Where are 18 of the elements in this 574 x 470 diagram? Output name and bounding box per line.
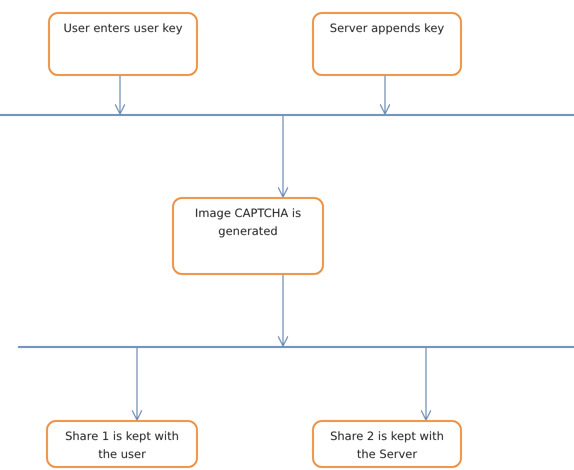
- arrow: [114, 76, 126, 115]
- box-text: Server appends key: [330, 20, 444, 37]
- process-box: [312, 420, 462, 468]
- box-text: Image CAPTCHA is generated: [194, 205, 302, 240]
- process-box: [172, 197, 324, 275]
- arrow: [277, 275, 289, 347]
- box-text: Share 1 is kept with the user: [64, 428, 180, 460]
- arrow: [131, 348, 143, 421]
- bus-line: [0, 114, 574, 116]
- process-box: [312, 12, 462, 76]
- process-box: [46, 420, 198, 468]
- process-box: [48, 12, 198, 76]
- arrow: [420, 348, 432, 421]
- box-text: Share 2 is kept with the Server: [329, 428, 445, 460]
- arrow: [277, 116, 289, 198]
- bus-line: [18, 346, 574, 348]
- box-text: User enters user key: [63, 20, 183, 37]
- arrow: [379, 76, 391, 115]
